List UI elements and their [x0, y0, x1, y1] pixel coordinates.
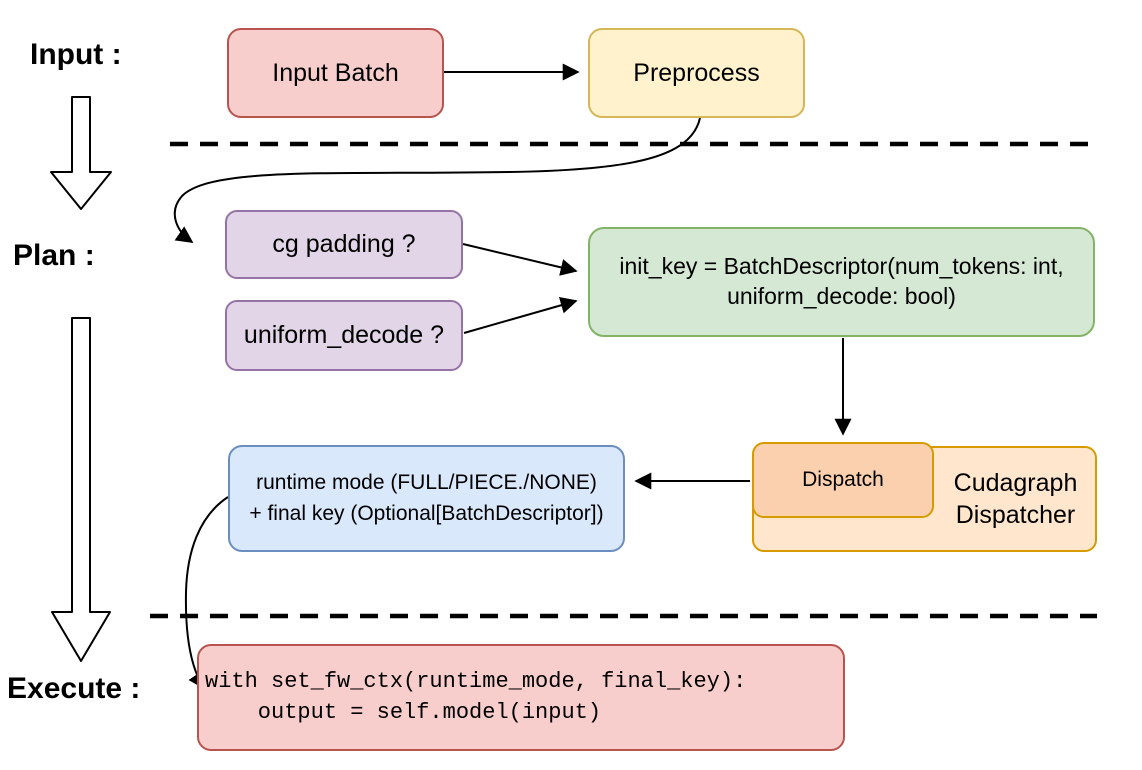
- execute-code-line2: output = self.model(input): [205, 699, 602, 725]
- init-key-line2: uniform_decode: bool): [727, 283, 956, 309]
- arrow-cg-padding-to-init-key: [462, 243, 578, 276]
- stage-arrow-input-to-plan: [50, 96, 112, 210]
- node-execute-code: with set_fw_ctx(runtime_mode, final_key)…: [197, 644, 845, 751]
- cudagraph-dispatcher-line2: Dispatcher: [955, 501, 1076, 529]
- node-init-key: init_key = BatchDescriptor(num_tokens: i…: [588, 227, 1095, 337]
- arrow-preprocess-to-cg-padding: [173, 117, 701, 243]
- arrow-uniform-decode-to-init-key: [463, 297, 578, 334]
- node-uniform-decode: uniform_decode ?: [225, 300, 463, 371]
- stage-arrow-plan-to-execute: [51, 317, 111, 662]
- cudagraph-dispatcher-label: Cudagraph Dispatcher: [934, 446, 1097, 552]
- execute-code-line1: with set_fw_ctx(runtime_mode, final_key)…: [205, 668, 747, 694]
- runtime-mode-line1: runtime mode (FULL/PIECE./NONE): [256, 471, 597, 495]
- runtime-mode-line2: + final key (Optional[BatchDescriptor]): [249, 501, 604, 525]
- cudagraph-dispatcher-line1: Cudagraph: [953, 468, 1078, 497]
- stage-label-execute: Execute :: [7, 672, 141, 705]
- arrow-runtime-mode-to-execute-code: [184, 496, 229, 690]
- node-preprocess: Preprocess: [588, 28, 805, 118]
- init-key-line1: init_key = BatchDescriptor(num_tokens: i…: [619, 253, 1064, 280]
- node-input-batch: Input Batch: [227, 28, 444, 118]
- stage-label-input: Input :: [30, 38, 122, 71]
- node-cg-padding: cg padding ?: [225, 210, 463, 279]
- node-runtime-mode: runtime mode (FULL/PIECE./NONE) + final …: [228, 445, 625, 552]
- node-dispatch: Dispatch: [752, 442, 934, 518]
- stage-label-plan: Plan :: [13, 239, 95, 272]
